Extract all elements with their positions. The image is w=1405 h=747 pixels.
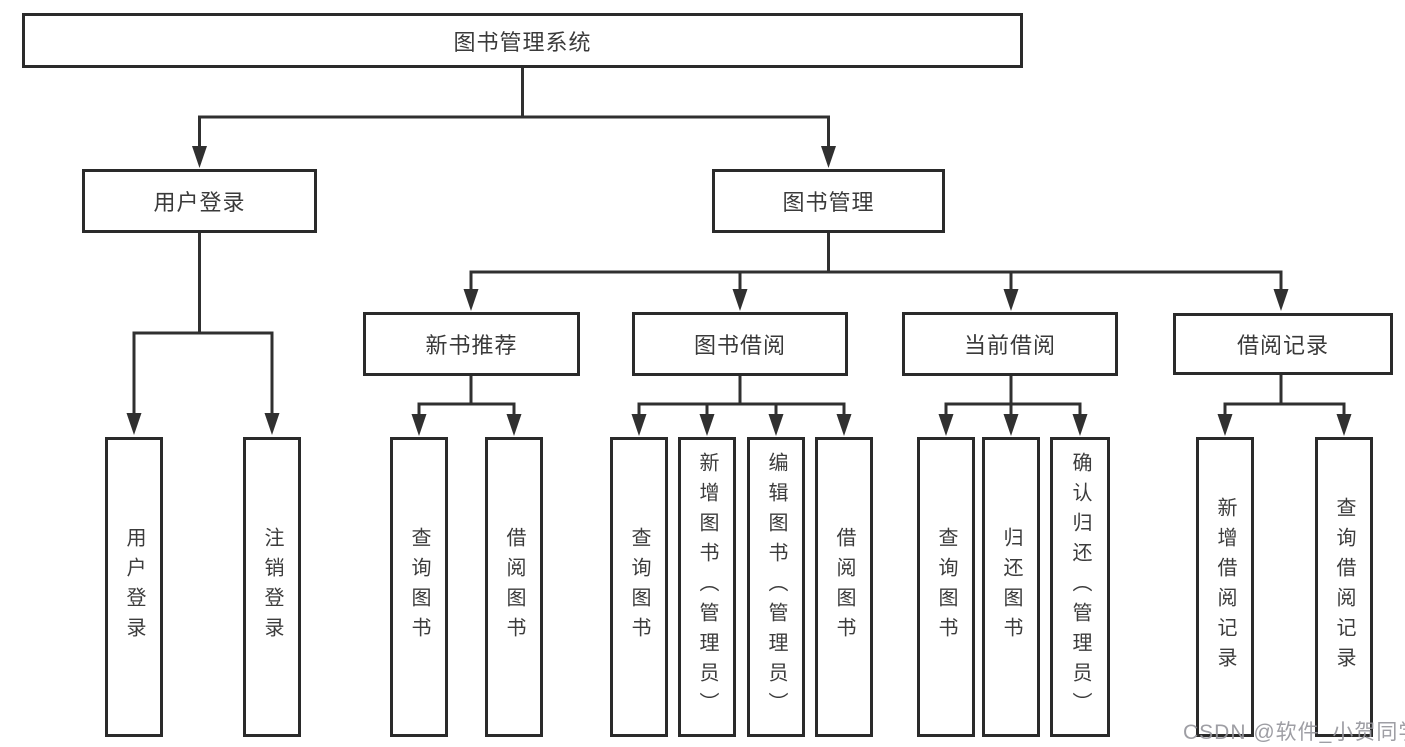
node-book-borrow: 图书借阅 [632,312,848,376]
edge-root-to-level2 [198,68,830,147]
node-borrow-record: 借阅记录 [1173,313,1393,375]
leaf-logout-label: 注销登录 [261,527,283,647]
leaf-query-borrow-record-label: 查询借阅记录 [1333,497,1355,677]
leaf-edit-books-admin: 编辑图书（管理员） [747,437,805,737]
leaf-borrow-books-label: 借阅图书 [833,527,855,647]
leaf-confirm-return-admin-label: 确认归还（管理员） [1069,452,1091,722]
edge-book-borrow-branch [637,376,846,415]
node-book-management: 图书管理 [712,169,945,233]
leaf-borrow-books-recommend: 借阅图书 [485,437,543,737]
leaf-borrow-books-recommend-label: 借阅图书 [503,527,525,647]
node-user-login: 用户登录 [82,169,317,233]
leaf-add-borrow-record-label: 新增借阅记录 [1214,497,1236,677]
leaf-query-borrow-record: 查询借阅记录 [1315,437,1373,737]
leaf-add-books-admin: 新增图书（管理员） [678,437,736,737]
edge-current-borrow-branch [944,376,1082,415]
leaf-user-login: 用户登录 [105,437,163,737]
edge-borrow-record-branch [1223,375,1346,415]
leaf-borrow-books: 借阅图书 [815,437,873,737]
csdn-watermark: CSDN @软件_小贺同学 [1183,721,1405,744]
node-current-borrow: 当前借阅 [902,312,1118,376]
leaf-confirm-return-admin: 确认归还（管理员） [1050,437,1110,737]
leaf-return-books-label: 归还图书 [1000,527,1022,647]
node-new-book-recommend: 新书推荐 [363,312,580,376]
leaf-add-borrow-record: 新增借阅记录 [1196,437,1254,737]
leaf-query-books-current-label: 查询图书 [935,527,957,647]
leaf-query-books-recommend: 查询图书 [390,437,448,737]
edge-book-mgmt-branch [469,233,1283,290]
leaf-user-login-label: 用户登录 [123,527,145,647]
leaf-query-books-recommend-label: 查询图书 [408,527,430,647]
leaf-logout: 注销登录 [243,437,301,737]
edge-new-book-branch [417,376,516,415]
node-root: 图书管理系统 [22,13,1023,68]
leaf-query-books-borrow: 查询图书 [610,437,668,737]
leaf-edit-books-admin-label: 编辑图书（管理员） [765,452,787,722]
leaf-add-books-admin-label: 新增图书（管理员） [696,452,718,722]
arrowheads [126,146,1352,436]
leaf-query-books-current: 查询图书 [917,437,975,737]
edge-user-login-branch [132,233,274,414]
leaf-return-books: 归还图书 [982,437,1040,737]
leaf-query-books-borrow-label: 查询图书 [628,527,650,647]
